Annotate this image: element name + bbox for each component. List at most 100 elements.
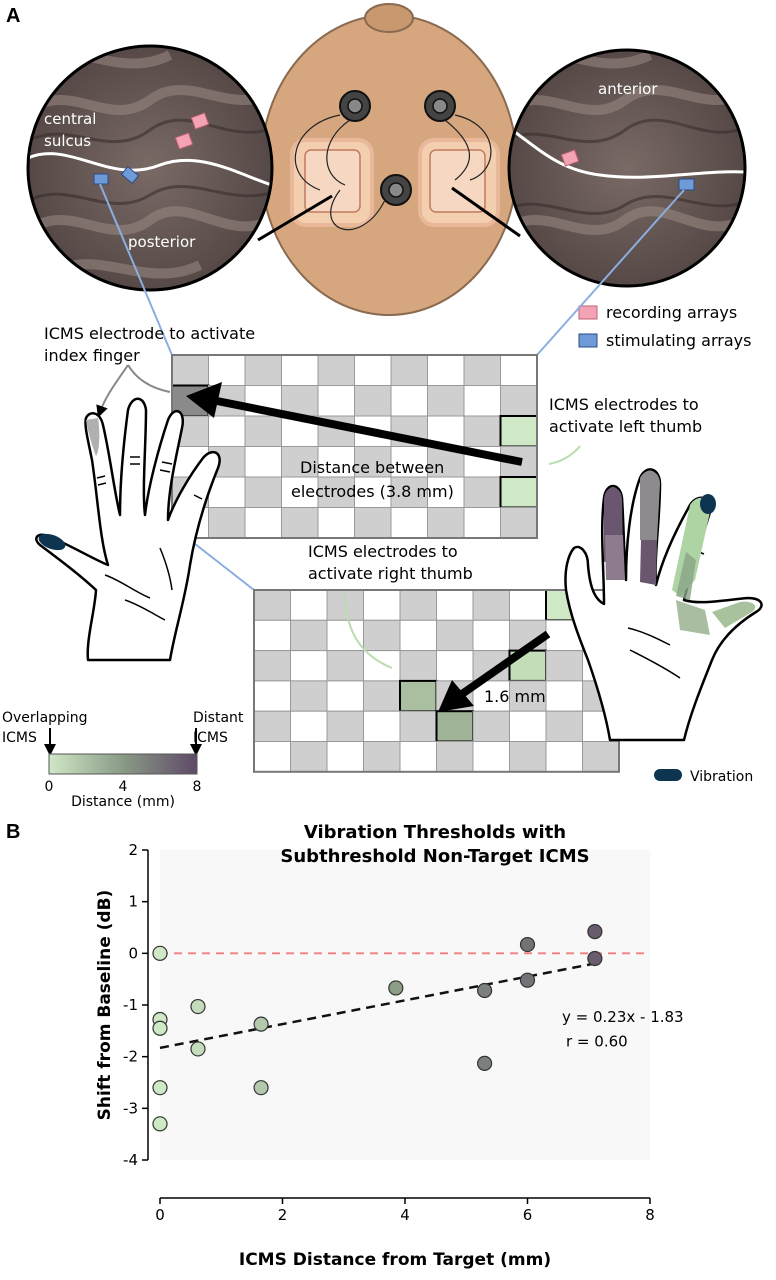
grid-cell [244,354,282,386]
grid-cell [363,589,401,621]
anterior-label: anterior [598,80,658,98]
grid-cell [281,354,319,386]
colorbar-label: Distance (mm) [71,794,175,810]
y-tick-label: -1 [123,996,138,1014]
grid-cell [399,589,437,621]
x-tick-label: 4 [400,1206,410,1224]
index-callout-arrow-2 [127,364,171,393]
grid-cell [500,507,538,539]
grid-cell [545,650,583,682]
grid-cell [253,741,291,773]
array-legend: recording arrays stimulating arrays [578,303,751,350]
grid-cell [253,680,291,712]
grid-cell [290,680,328,712]
vibration-legend-swatch [654,769,682,781]
y-tick-label: -3 [123,1099,138,1117]
legend-swatch-recording [578,305,598,320]
grid-cell [244,446,282,478]
grid-cell [472,741,510,773]
right-finger-middle-top [640,470,660,540]
grid-cell [317,446,355,478]
overlapping-icms-label: Overlapping ICMS [2,710,92,746]
index-callout-arrow [96,364,129,418]
grid-cell [390,385,428,417]
grid-cell [326,650,364,682]
grid-cell [463,476,501,508]
x-tick-label: 8 [645,1206,655,1224]
grid-cell [290,619,328,652]
grid-cell [509,589,547,621]
head-illustration [254,3,524,316]
distance-arrow-long-head [186,382,222,418]
right-thumb-callout-arrow [344,591,393,669]
brain-zoom-left: central sulcus posterior [26,44,274,292]
grid-cell [290,650,328,682]
grid-cell [326,710,364,743]
right-finger-ring-mid [605,535,625,580]
fit-equation: y = 0.23x - 1.83 [562,1008,684,1026]
right-index-base-shade [676,552,696,600]
grid-cell [427,507,465,539]
grid-cell [545,680,583,712]
data-point [388,980,404,996]
posterior-label: posterior [128,233,196,251]
grid-cell [253,710,291,743]
grid-cell [354,476,392,508]
grid-cell [253,589,291,621]
data-point [253,1080,269,1096]
grid-cell [390,507,428,539]
grid-cell [290,741,328,773]
vibration-legend-label: Vibration [690,769,753,785]
projection-lines [99,183,685,591]
short-distance-label: 1.6 mm [484,687,546,706]
data-points [152,924,603,1132]
colorbar-tick: 8 [193,779,202,795]
grid-cell [463,354,501,386]
fit-r-value: r = 0.60 [566,1032,628,1050]
left-thumb-callout-arrow [548,445,581,465]
x-tick-label: 2 [278,1206,288,1224]
distance-arrow-short [459,630,551,698]
distant-icms-label: Distant ICMS [193,710,248,746]
grid-cell [499,476,538,509]
grid-cell [399,741,437,773]
grid-cell [363,710,401,743]
data-point [477,1055,493,1071]
grid-cell [244,415,282,447]
panel-a-letter: A [6,5,20,27]
right-finger-middle-base [640,540,657,585]
distance-colorbar: Overlapping ICMS Distant ICMS 0 4 8 Dist… [2,710,248,810]
zoom-connector-right [451,186,521,238]
plot-background [160,850,650,1160]
grid-cell [317,354,355,386]
electrode-grid-lower [253,589,620,773]
pedestal-icon [380,174,412,206]
grid-cell [582,741,620,773]
grid-cell [399,679,438,713]
x-tick-label: 6 [523,1206,533,1224]
grid-cell [290,710,328,743]
grid-cell [208,354,246,386]
grid-cell [208,415,246,447]
grid-cell [436,650,474,682]
grid-cell [363,741,401,773]
grid-cell [472,619,510,652]
grid-cell [354,385,392,417]
grid-cell [545,741,583,773]
grid-cell [171,354,209,386]
data-point [152,1020,168,1036]
electrode-grid-upper [171,354,538,539]
grid-cell [317,385,355,417]
grid-cell [399,710,437,743]
data-point [253,1016,269,1032]
x-axis-title: ICMS Distance from Target (mm) [239,1250,551,1270]
data-point [152,1116,168,1132]
distance-between-label: Distance between electrodes (3.8 mm) [291,458,454,501]
grid-cell [244,476,282,508]
grid-cell [354,354,392,386]
grid-cell [509,710,547,743]
data-point [587,924,603,940]
